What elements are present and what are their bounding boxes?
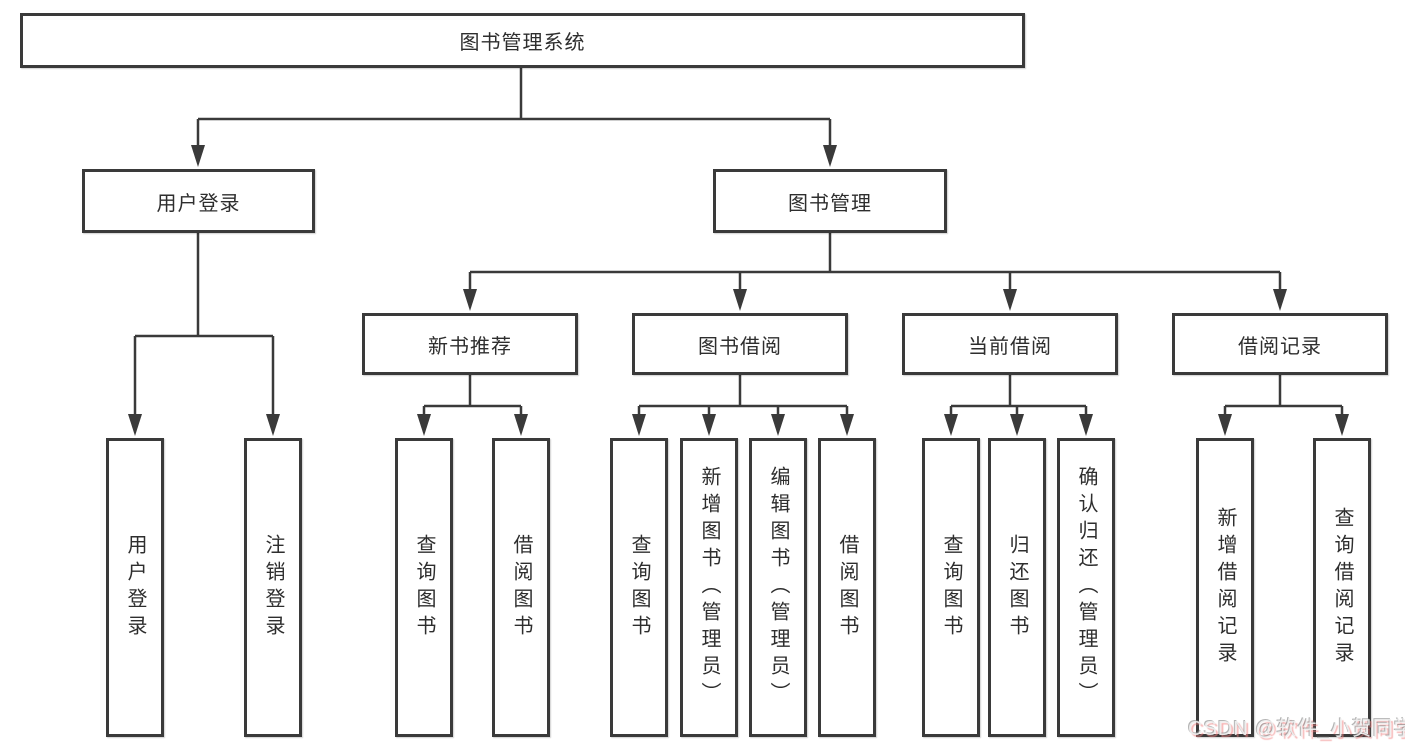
leaf-borrow-books: 借阅图书 (818, 438, 876, 737)
node-borrow-records: 借阅记录 (1172, 313, 1388, 375)
leaf-recommend-query-books: 查询图书 (395, 438, 453, 737)
leaf-add-borrow-record: 新增借阅记录 (1196, 438, 1254, 737)
node-new-book-recommend: 新书推荐 (362, 313, 578, 375)
node-book-borrow: 图书借阅 (632, 313, 848, 375)
leaf-user-login: 用户登录 (106, 438, 164, 737)
leaf-confirm-return-admin: 确认归还（管理员） (1057, 438, 1115, 737)
node-user-login: 用户登录 (82, 169, 315, 233)
leaf-recommend-borrow-books: 借阅图书 (492, 438, 550, 737)
node-book-management: 图书管理 (713, 169, 947, 233)
leaf-borrow-query-books: 查询图书 (610, 438, 668, 737)
leaf-edit-books-admin: 编辑图书（管理员） (749, 438, 807, 737)
node-root-system: 图书管理系统 (20, 13, 1025, 68)
leaf-query-borrow-record: 查询借阅记录 (1313, 438, 1371, 737)
leaf-logout: 注销登录 (244, 438, 302, 737)
node-current-borrow: 当前借阅 (902, 313, 1118, 375)
leaf-return-books: 归还图书 (988, 438, 1046, 737)
leaf-current-query-books: 查询图书 (922, 438, 980, 737)
leaf-add-books-admin: 新增图书（管理员） (680, 438, 738, 737)
watermark: CSDN @软件_小贺同学 (1188, 718, 1405, 740)
